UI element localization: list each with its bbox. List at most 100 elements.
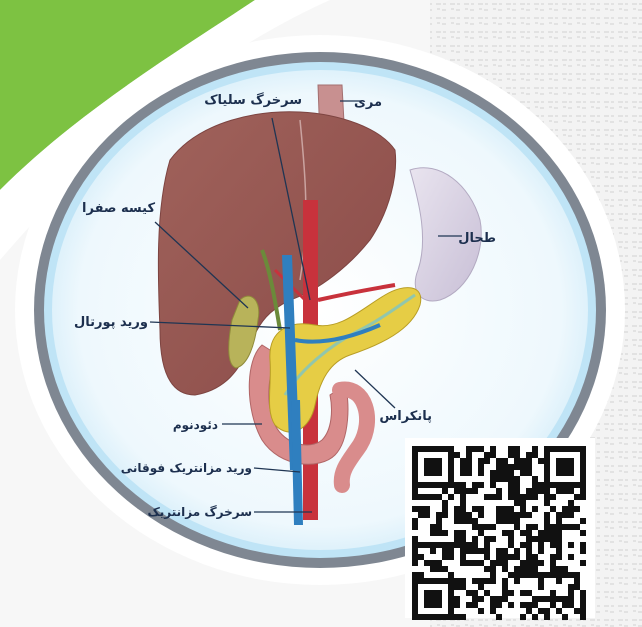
qr-module <box>460 554 466 560</box>
qr-module <box>412 554 418 560</box>
qr-module <box>514 488 520 494</box>
qr-module <box>424 506 430 512</box>
label-superior-mesenteric-artery: سرخرگ مزانتریک <box>147 504 252 519</box>
qr-module <box>514 518 520 524</box>
qr-module <box>568 584 574 590</box>
qr-module <box>514 512 520 518</box>
qr-module <box>460 614 466 620</box>
qr-module <box>568 506 574 512</box>
qr-module <box>460 548 466 554</box>
qr-module <box>508 470 514 476</box>
qr-module <box>544 500 550 506</box>
qr-module <box>460 536 466 542</box>
qr-module <box>490 578 496 584</box>
qr-module <box>490 482 496 488</box>
qr-module <box>556 518 562 524</box>
qr-module <box>550 572 556 578</box>
qr-module <box>454 506 460 512</box>
qr-module <box>502 548 508 554</box>
qr-module <box>532 536 538 542</box>
qr-module <box>484 458 490 464</box>
qr-module <box>550 566 556 572</box>
qr-module <box>454 536 460 542</box>
qr-module <box>418 512 424 518</box>
qr-module <box>466 488 472 494</box>
qr-module <box>574 572 580 578</box>
qr-module <box>526 488 532 494</box>
qr-module <box>472 488 478 494</box>
qr-module <box>508 536 514 542</box>
qr-module <box>448 572 454 578</box>
qr-module <box>430 560 436 566</box>
qr-module <box>520 512 526 518</box>
qr-module <box>490 452 496 458</box>
qr-module <box>532 482 538 488</box>
qr-module <box>496 548 502 554</box>
qr-module <box>460 494 466 500</box>
qr-module <box>412 524 418 530</box>
qr-module <box>466 458 472 464</box>
qr-module <box>442 548 448 554</box>
qr-module <box>436 542 442 548</box>
qr-module <box>496 506 502 512</box>
qr-module <box>526 554 532 560</box>
qr-module <box>508 530 514 536</box>
qr-module <box>436 494 442 500</box>
qr-module <box>562 614 568 620</box>
qr-module <box>460 530 466 536</box>
qr-module <box>478 506 484 512</box>
qr-module <box>532 506 538 512</box>
qr-module <box>490 524 496 530</box>
qr-module <box>520 530 526 536</box>
qr-module <box>580 602 586 608</box>
qr-module <box>562 596 568 602</box>
qr-module <box>550 494 556 500</box>
qr-module <box>424 494 430 500</box>
qr-module <box>574 524 580 530</box>
qr-module <box>556 530 562 536</box>
qr-module <box>502 458 508 464</box>
qr-module <box>430 494 436 500</box>
qr-module <box>526 572 532 578</box>
qr-module <box>436 524 442 530</box>
qr-module <box>574 608 580 614</box>
qr-module <box>412 560 418 566</box>
qr-module <box>568 602 574 608</box>
qr-module <box>496 602 502 608</box>
qr-module <box>580 614 586 620</box>
label-gallbladder: کیسه صفرا <box>82 201 155 216</box>
qr-finder-pattern <box>424 590 442 608</box>
qr-module <box>484 554 490 560</box>
qr-module <box>580 494 586 500</box>
qr-module <box>556 488 562 494</box>
qr-module <box>466 590 472 596</box>
qr-module <box>520 560 526 566</box>
qr-module <box>490 596 496 602</box>
qr-module <box>538 542 544 548</box>
qr-module <box>550 542 556 548</box>
qr-module <box>472 596 478 602</box>
qr-module <box>508 446 514 452</box>
qr-module <box>460 482 466 488</box>
qr-module <box>454 542 460 548</box>
qr-module <box>532 476 538 482</box>
qr-module <box>544 572 550 578</box>
qr-module <box>502 512 508 518</box>
qr-module <box>502 560 508 566</box>
qr-module <box>448 548 454 554</box>
qr-module <box>478 560 484 566</box>
qr-module <box>514 578 520 584</box>
qr-module <box>556 596 562 602</box>
qr-module <box>568 554 574 560</box>
qr-module <box>532 602 538 608</box>
qr-module <box>568 596 574 602</box>
qr-module <box>532 452 538 458</box>
qr-module <box>472 542 478 548</box>
qr-module <box>532 596 538 602</box>
qr-module <box>466 512 472 518</box>
qr-module <box>496 554 502 560</box>
qr-finder-pattern <box>424 458 442 476</box>
qr-module <box>478 584 484 590</box>
qr-module <box>430 548 436 554</box>
qr-module <box>448 554 454 560</box>
